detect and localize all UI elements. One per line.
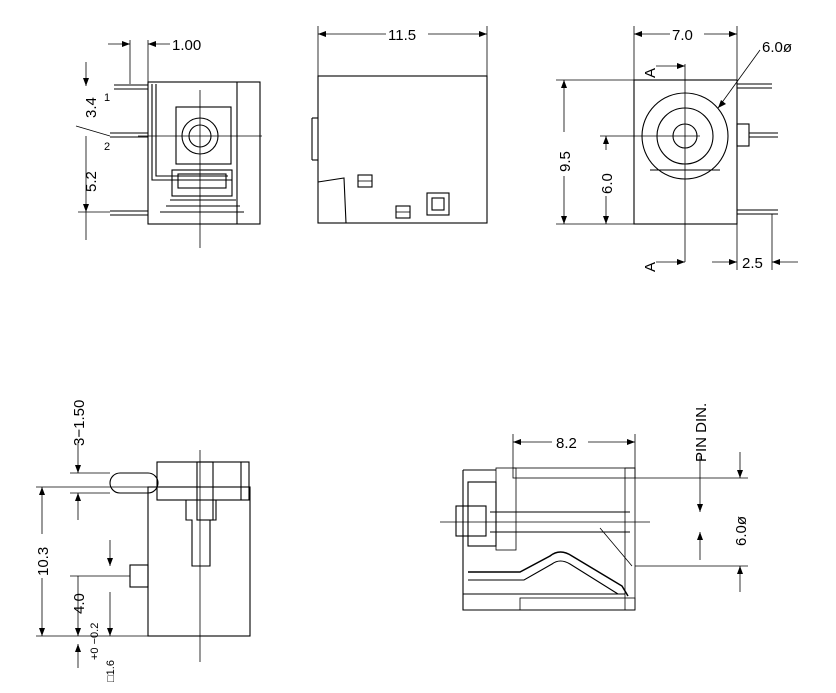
sec-pin-leader-head xyxy=(697,504,703,512)
front-dim-head-right xyxy=(479,31,487,37)
sec-dim-dia-head-top xyxy=(737,470,743,478)
side-dim-lower-label: 5.2 xyxy=(83,171,100,192)
sec-dim-d-head-right xyxy=(627,439,635,445)
bl-dim-tol-head xyxy=(75,644,81,652)
end-diameter-leader xyxy=(717,49,761,109)
front-body-outline xyxy=(317,75,488,224)
sec-bottom-wall xyxy=(519,597,636,611)
side-view: 1.00 3.4 5.2 1 2 xyxy=(75,37,262,248)
side-pin1-label: 1 xyxy=(104,92,110,104)
bl-dim-h-head-top xyxy=(39,487,45,495)
end-dim-o-head-right xyxy=(772,259,780,265)
bl-dim-square-label: □1.6 xyxy=(105,660,117,682)
front-hole-box xyxy=(426,192,450,216)
end-dim-center-label: 6.0 xyxy=(599,173,616,194)
end-section-bottom-head xyxy=(677,259,685,265)
end-dim-h-head-bottom xyxy=(561,216,567,224)
sec-dim-dia-head-bottom xyxy=(737,566,743,574)
end-pin-side-block xyxy=(736,123,750,147)
bl-dim-sq-head xyxy=(107,628,113,636)
sec-center-plug xyxy=(455,505,487,537)
bl-dim-pins-label: 3−1.50 xyxy=(71,400,88,446)
end-view: 7.0 6.0ø 9.5 6.0 A A 2.5 xyxy=(556,26,798,272)
side-terminal-bracket xyxy=(151,84,232,181)
front-view: 11.5 xyxy=(311,26,488,224)
side-dim-upper-label: 3.4 xyxy=(83,97,100,118)
front-hole-inner xyxy=(431,197,445,211)
end-dim-height-label: 9.5 xyxy=(557,151,574,172)
bl-dim-pins-head-top xyxy=(75,465,81,473)
sec-pin-label: PIN DIN. xyxy=(693,403,710,462)
sec-frame-left xyxy=(462,470,635,611)
end-dim-head-right xyxy=(729,31,737,37)
side-dim-v-mid-head xyxy=(83,204,89,212)
bl-dim-tol-label: +0 −0.2 xyxy=(89,623,101,660)
bl-dim-pins-head-bottom xyxy=(75,493,81,501)
end-section-top-label: A xyxy=(642,68,659,78)
bl-pin-lower xyxy=(129,564,149,588)
end-dim-c-head-bottom xyxy=(603,216,609,224)
side-dim-arrowhead-right xyxy=(148,41,156,47)
sec-spring-contact-inner xyxy=(468,560,619,595)
end-dim-o-head-left xyxy=(729,259,737,265)
sec-right-wall xyxy=(624,467,636,611)
bl-slot-top xyxy=(196,461,214,521)
side-dim-v-top-head xyxy=(83,78,89,86)
end-dim-head-left xyxy=(634,31,642,37)
side-dim-leader xyxy=(75,125,111,137)
sec-diameter-leader xyxy=(599,527,633,567)
front-dim-head-left xyxy=(318,31,326,37)
bl-body-outline xyxy=(147,486,251,637)
end-dim-c-head-top xyxy=(603,136,609,144)
side-body-outline xyxy=(147,81,261,225)
end-dim-offset-label: 2.5 xyxy=(742,255,763,272)
sec-top-wall xyxy=(512,467,636,479)
end-dim-h-head-top xyxy=(561,80,567,88)
side-pin2-label: 2 xyxy=(104,141,110,153)
bl-pin-upper xyxy=(109,472,159,494)
end-dim-diameter-label: 6.0ø xyxy=(762,39,792,56)
bl-dim-o-head xyxy=(75,628,81,636)
side-terminal-bracket-inner xyxy=(155,84,228,177)
sec-dim-d-head-left xyxy=(513,439,521,445)
section-view: 8.2 PIN DIN. 6.0ø xyxy=(440,403,750,611)
side-contact-box xyxy=(175,106,232,165)
front-step xyxy=(317,177,347,224)
sec-dim-depth-label: 8.2 xyxy=(556,435,577,452)
side-dim-top-label: 1.00 xyxy=(172,37,201,54)
bl-stem xyxy=(185,500,217,567)
bl-dim-height-label: 10.3 xyxy=(35,547,52,576)
front-dim-width-label: 11.5 xyxy=(388,27,416,44)
side-lower-block xyxy=(171,169,233,197)
side-dim-arrowhead-left xyxy=(122,41,130,47)
bl-top-block xyxy=(156,461,250,501)
bl-dim-h-head-bottom xyxy=(39,628,45,636)
end-dim-width-label: 7.0 xyxy=(672,27,693,44)
sec-spring-contact xyxy=(468,551,629,597)
bottom-left-view: 3−1.50 10.3 4.0 +0 −0.2 □1.6 xyxy=(35,400,251,682)
end-diameter-head xyxy=(718,100,726,108)
end-body-outline xyxy=(633,79,738,225)
sec-inner-housing xyxy=(467,481,497,547)
end-section-top-head xyxy=(677,63,685,69)
bl-dim-offset-label: 4.0 xyxy=(71,593,88,614)
side-lower-insert xyxy=(177,173,227,189)
sec-left-block xyxy=(495,467,517,551)
sec-pin-leader-bottom-head xyxy=(697,532,703,540)
bl-dim-o-arrow-head xyxy=(107,558,113,566)
end-section-bottom-label: A xyxy=(642,262,659,272)
sec-dim-diameter-label: 6.0ø xyxy=(733,516,750,546)
